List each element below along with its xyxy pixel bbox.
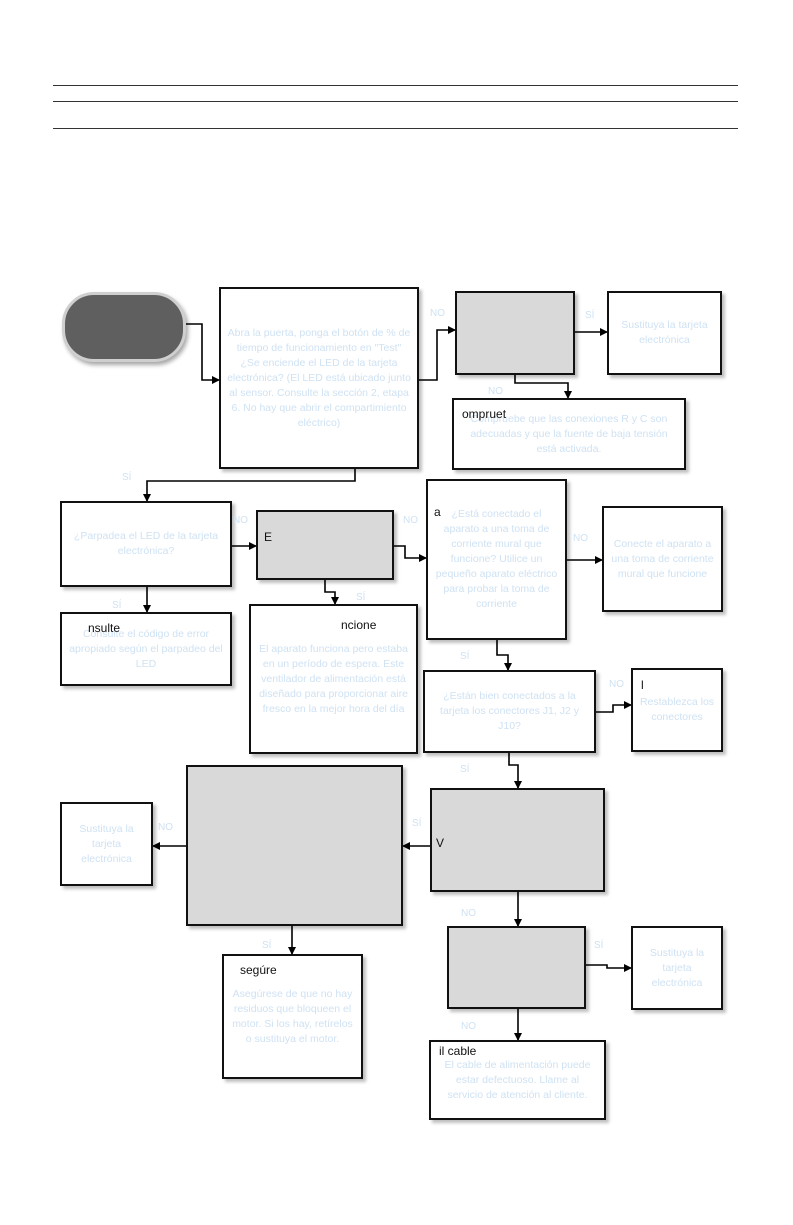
arrow-test-to-compruebe — [514, 375, 572, 399]
arrow-espera-to-funciona — [324, 580, 339, 605]
label-si-voltaje-motor: SÍ — [412, 818, 422, 829]
box-espera — [256, 510, 394, 580]
start-oval — [62, 292, 186, 362]
arrow-espera-to-conectado — [394, 545, 427, 562]
label-no-parpadea-espera: NO — [233, 515, 248, 526]
arrow-start-to-abra — [180, 323, 220, 384]
box-compruebe-conexiones: Compruebe que las conexiones R y C son a… — [452, 398, 686, 470]
box-consulte-codigo: Consulte el código de error apropiado se… — [60, 612, 232, 686]
box-aparato-funciona: El aparato funciona pero estaba en un pe… — [249, 604, 418, 754]
fragment-cable: il cable — [439, 1044, 477, 1058]
fragment-e: E — [264, 530, 273, 544]
fragment-funciona: ncione — [341, 618, 377, 632]
arrow-conectores-to-restablezca — [596, 701, 632, 713]
header-rule-top — [53, 85, 738, 86]
label-si-motor-asegurese: SÍ — [262, 940, 272, 951]
box-parpadea-led: ¿Parpadea el LED de la tarjeta electróni… — [60, 501, 232, 587]
label-no-check-cable: NO — [461, 1021, 476, 1032]
header-rule-middle — [53, 101, 738, 102]
label-no-voltaje-check: NO — [461, 908, 476, 919]
box-sustituya-tarjeta-1: Sustituya la tarjeta electrónica — [607, 291, 722, 375]
box-test — [455, 291, 575, 375]
box-cable-alimentacion: El cable de alimentación puede estar def… — [429, 1040, 606, 1120]
arrow-abra-to-test — [419, 326, 456, 381]
label-no-conectores-restablezca: NO — [609, 679, 624, 690]
fragment-compruebe: ompruet — [462, 407, 507, 421]
label-no-abra-test: NO — [430, 308, 445, 319]
label-si-parpadea-consulte: SÍ — [112, 600, 122, 611]
box-abra-puerta: Abra la puerta, ponga el botón de % de t… — [219, 287, 419, 469]
label-si-espera-funciona: SÍ — [356, 592, 366, 603]
box-voltaje — [430, 788, 605, 892]
box-sustituya-tarjeta-2: Sustituya la tarjeta electrónica — [60, 802, 153, 886]
fragment-a: a — [434, 505, 441, 519]
box-conecte-aparato: Conecte el aparato a una toma de corrien… — [602, 506, 723, 612]
fragment-asegurese: segúre — [240, 963, 277, 977]
box-conectado-toma: ¿Está conectado el aparato a una toma de… — [426, 479, 567, 640]
label-si-conectores-voltaje: SÍ — [460, 764, 470, 775]
arrow-conectado-to-conectores — [496, 640, 512, 671]
fragment-l: l — [641, 678, 644, 692]
box-motor — [186, 765, 403, 926]
box-asegurese-residuos: Asegúrese de que no hay residuos que blo… — [222, 954, 363, 1079]
label-si-conectado-conectores: SÍ — [460, 651, 470, 662]
label-no-motor-sustituya: NO — [158, 822, 173, 833]
box-comprobacion — [447, 926, 586, 1009]
label-si-check-sustituya: SÍ — [594, 940, 604, 951]
arrow-check-to-sustituya — [586, 964, 632, 972]
arrow-abra-to-parpadea — [143, 469, 356, 502]
label-si-abra-parpadea: SÍ — [122, 472, 132, 483]
label-no-conectado-conecte: NO — [573, 533, 588, 544]
label-no-test-compruebe: NO — [488, 386, 503, 397]
box-conectores-j1-j2-j10: ¿Están bien conectados a la tarjeta los … — [423, 670, 596, 753]
arrow-conectores-to-voltaje — [508, 752, 522, 789]
fragment-consulte: nsulte — [88, 621, 121, 635]
label-no-espera-conectado: NO — [403, 515, 418, 526]
header-rule-bottom — [53, 128, 738, 129]
box-restablezca-conectores: Restablezca los conectores — [631, 668, 723, 752]
fragment-v: V — [436, 836, 445, 850]
label-si-test-sustituya: SÍ — [585, 310, 595, 321]
box-sustituya-tarjeta-3: Sustituya la tarjeta electrónica — [631, 926, 723, 1010]
